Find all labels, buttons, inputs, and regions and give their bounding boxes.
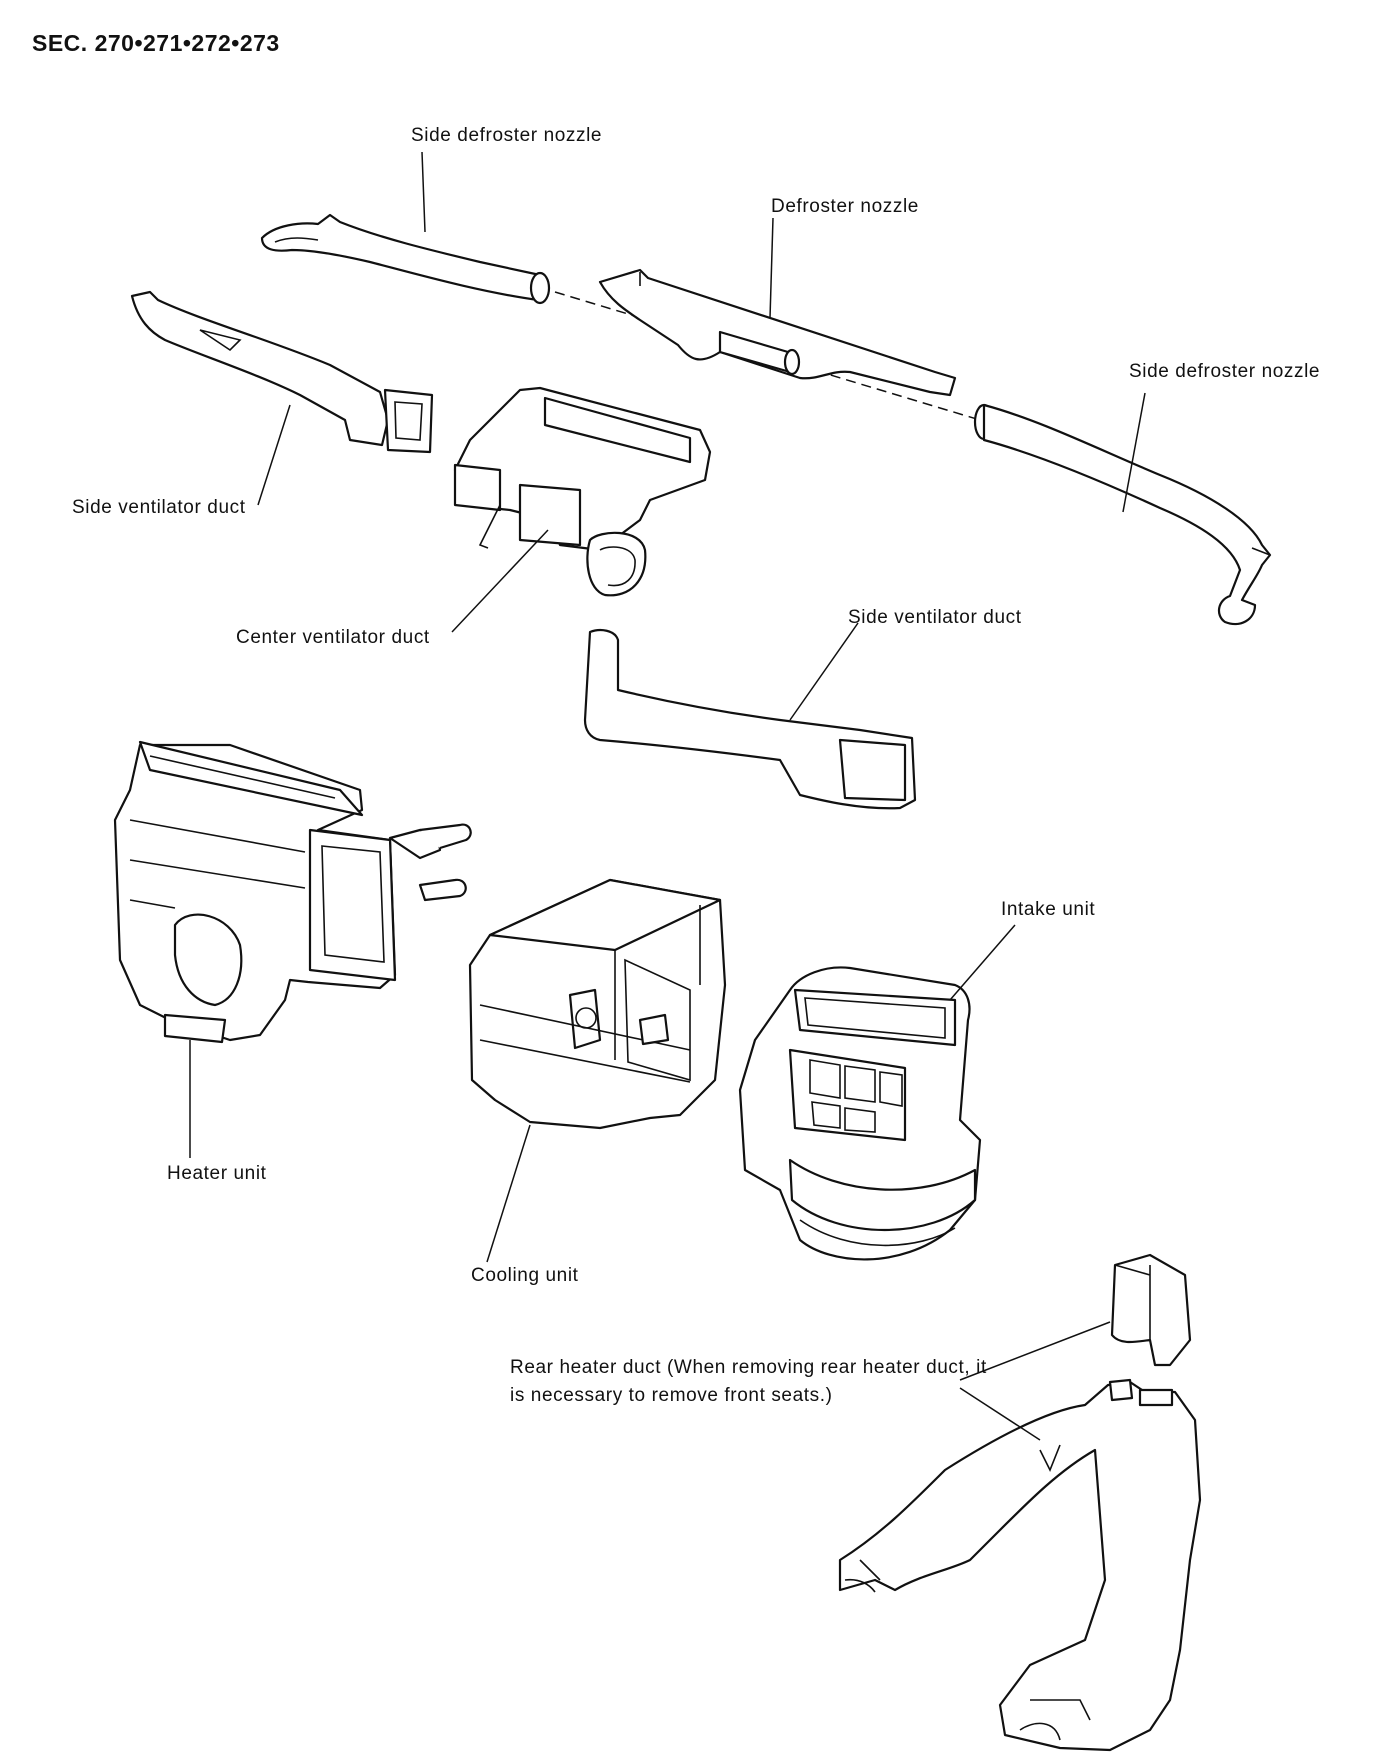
label-heater-unit: Heater unit [167, 1163, 267, 1184]
label-center-ventilator-duct: Center ventilator duct [236, 627, 430, 648]
rear-heater-duct-upper-part [1110, 1253, 1192, 1367]
label-side-defroster-nozzle-right: Side defroster nozzle [1129, 361, 1321, 382]
label-side-defroster-nozzle-left: Side defroster nozzle [411, 125, 603, 146]
side-defroster-nozzle-right-part [973, 403, 1272, 626]
leader-side-vent-right [789, 622, 859, 721]
leader-intake [949, 924, 1016, 1001]
cooling-unit-part [468, 878, 727, 1130]
label-side-ventilator-duct-left: Side ventilator duct [72, 497, 246, 518]
leader-center-vent [451, 529, 549, 633]
leader-cooling [486, 1124, 531, 1263]
rear-heater-duct-lower-part [838, 1378, 1202, 1752]
label-defroster-nozzle: Defroster nozzle [771, 196, 919, 217]
intake-unit-part [738, 966, 982, 1261]
section-title: SEC. 270•271•272•273 [32, 30, 280, 56]
leader-side-vent-left [257, 404, 291, 506]
side-defroster-nozzle-left-part [260, 213, 551, 305]
label-cooling-unit: Cooling unit [471, 1265, 579, 1286]
side-ventilator-duct-right-part [583, 629, 917, 810]
side-ventilator-duct-left-part [130, 290, 434, 454]
defroster-alignment-line-1 [554, 291, 981, 421]
label-intake-unit: Intake unit [1001, 899, 1096, 920]
heater-unit-part [113, 740, 472, 1044]
label-rear-heater-duct: Rear heater duct (When removing rear hea… [510, 1357, 987, 1406]
center-ventilator-duct-part [453, 386, 712, 597]
defroster-nozzle-part [598, 268, 957, 397]
leader-rear-lower [959, 1387, 1041, 1441]
leader-rear-upper [959, 1321, 1111, 1381]
label-side-ventilator-duct-right: Side ventilator duct [848, 607, 1022, 628]
